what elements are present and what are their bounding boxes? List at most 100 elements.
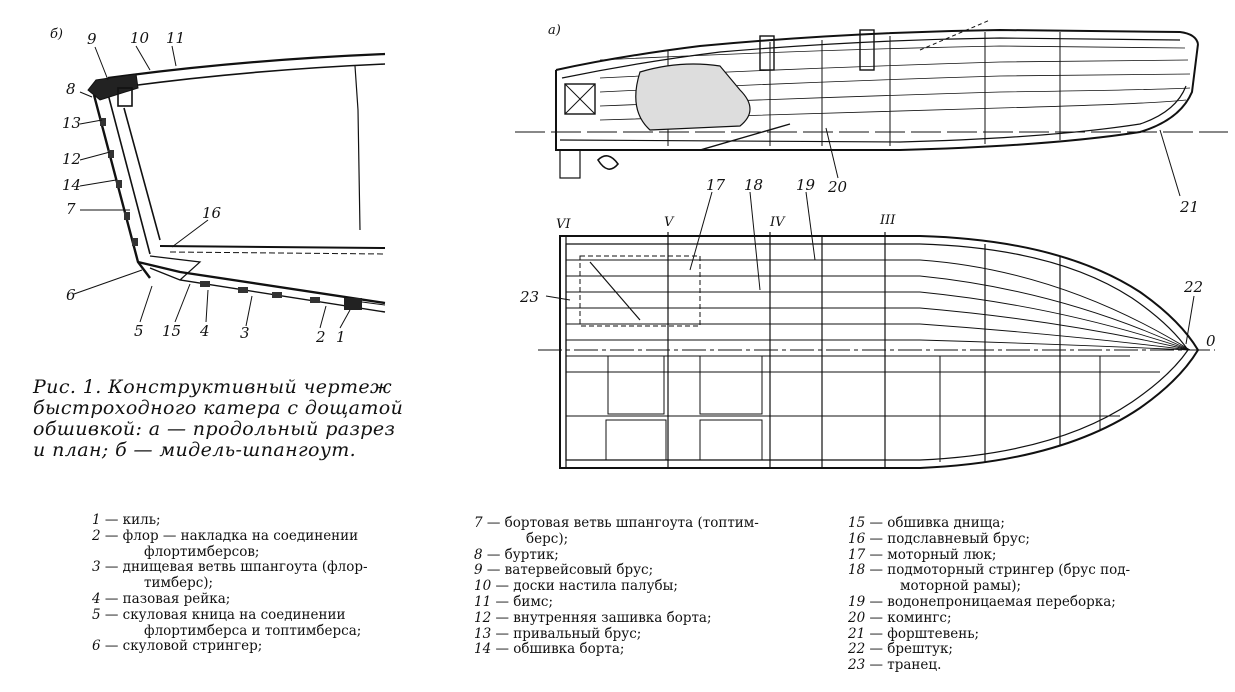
deck-planking: [129, 63, 386, 87]
legend-item: 6 — скуловой стрингер;: [92, 638, 263, 655]
engine-hatch: [579, 255, 701, 327]
inner-lining: [123, 107, 161, 241]
legend-item: 18 — подмоторный стрингер (брус под-: [848, 562, 1131, 579]
bilge-knee: [149, 255, 202, 281]
callout-19: 19: [796, 176, 816, 194]
bottom-inner: [559, 85, 1187, 143]
callout-11: 11: [166, 29, 185, 47]
legend-item: 21 — форштевень;: [848, 625, 980, 642]
caption-line-1: Рис. 1. Конструктивный чертеж: [33, 376, 393, 398]
legend-item: 12 — внутренняя зашивка борта;: [474, 609, 712, 626]
caption-line-3: обшивкой: а — продольный разрез: [33, 418, 396, 440]
side-frame: [107, 93, 151, 255]
plan-deck-planks: [566, 259, 1191, 351]
legend-item-cont: берс);: [526, 530, 569, 547]
midship-leaders: [73, 45, 351, 329]
bottom-planking: [137, 260, 386, 305]
station-V: V: [664, 215, 675, 230]
plan-bottom-frames: [566, 355, 1160, 462]
callout-2: 2: [315, 328, 326, 346]
profile-view: а): [515, 19, 1228, 216]
callout-13: 13: [62, 114, 81, 132]
legend-item: 14 — обшивка борта;: [474, 641, 625, 658]
bottom-battens: [200, 281, 320, 303]
legend-item: 16 — подславневый брус;: [848, 530, 1030, 547]
legend-item: 7 — бортовая ветвь шпангоута (топтим-: [474, 515, 759, 531]
propeller: [596, 155, 620, 170]
legend-item: 9 — ватервейсовый брус;: [474, 562, 654, 579]
legend-item: 22 — брештук;: [848, 641, 953, 658]
station-VI: VI: [556, 217, 571, 232]
callout-0: 0: [1206, 332, 1216, 350]
callout-7: 7: [66, 200, 76, 218]
caption-line-2: быстроходного катера с дощатой: [33, 397, 404, 419]
legend-item: 23 — транец.: [848, 657, 942, 674]
legend-item: 10 — доски настила палубы;: [474, 578, 678, 595]
callout-14: 14: [62, 176, 81, 194]
panel-label-profile: а): [548, 23, 561, 38]
legend-item-cont: флортимберса и топтимберса;: [144, 622, 362, 639]
callout-22: 22: [1183, 278, 1203, 296]
legend-item: 19 — водонепроницаемая переборка;: [848, 593, 1116, 610]
keel-line: [361, 301, 386, 306]
plan-view: VI V IV III 17 18 19 23 22 0: [519, 176, 1216, 469]
callout-6: 6: [66, 286, 76, 304]
legend-column-1: 1 — киль; 2 — флор — накладка на соедине…: [92, 512, 422, 655]
legend-item-cont: тимберс);: [144, 575, 214, 592]
deck-beam: [107, 52, 386, 80]
callout-21: 21: [1179, 198, 1199, 216]
shelf-dashed: [169, 251, 386, 255]
callout-12: 12: [62, 150, 81, 168]
figure-caption: Рис. 1. Конструктивный чертеж быстроходн…: [33, 377, 413, 461]
plan-leaders: [545, 191, 1195, 345]
legend-item-cont: флортимберсов;: [144, 543, 260, 560]
legend-item: 1 — киль;: [92, 512, 161, 528]
plan-outline: [559, 235, 1200, 469]
legend-item: 5 — скуловая кница на соединении: [92, 606, 346, 623]
panel-label-midship: б): [50, 27, 63, 42]
legend-item: 8 — буртик;: [474, 546, 559, 563]
side-battens: [100, 118, 138, 246]
station-III: III: [879, 213, 896, 228]
hull-outline: [555, 43, 1199, 151]
callout-10: 10: [130, 29, 150, 47]
callout-16: 16: [202, 204, 222, 222]
callout-5: 5: [134, 322, 144, 340]
callout-20: 20: [827, 178, 848, 196]
inner-vertical-line: [354, 65, 361, 231]
callout-9: 9: [87, 30, 97, 48]
legend-item: 15 — обшивка днища;: [848, 515, 1005, 531]
legend-item: 2 — флор — накладка на соединении: [92, 527, 359, 544]
transom-box: [564, 83, 596, 115]
shelf-line: [159, 245, 386, 249]
engine: [635, 63, 751, 131]
station-IV: IV: [769, 215, 786, 230]
legend-item: 3 — днищевая ветвь шпангоута (флор-: [92, 559, 368, 576]
callout-18: 18: [744, 176, 763, 194]
legend-item: 4 — пазовая рейка;: [92, 590, 231, 607]
legend-item: 17 — моторный люк;: [848, 546, 997, 563]
legend-item: 20 — комингс;: [848, 609, 952, 626]
sheer-line: [555, 28, 1199, 71]
sheer-clamp: [117, 87, 133, 107]
legend-column-2: 7 — бортовая ветвь шпангоута (топтим- бе…: [474, 515, 814, 658]
gunwale-block: [87, 73, 139, 101]
callout-4: 4: [199, 322, 210, 340]
plan-stations: [565, 232, 1061, 468]
callout-8: 8: [66, 80, 76, 98]
callout-3: 3: [240, 324, 250, 342]
rudder: [559, 149, 581, 179]
midship-section: б): [50, 27, 386, 346]
caption-line-4: и план; б — мидель-шпангоут.: [33, 439, 357, 461]
callout-17: 17: [706, 176, 726, 194]
legend-column-3: 15 — обшивка днища; 16 — подславневый бр…: [848, 515, 1168, 674]
propeller-shaft: [600, 123, 791, 151]
legend-item: 13 — привальный брус;: [474, 625, 642, 642]
deck-line: [561, 37, 1181, 79]
legend-item-cont: моторной рамы);: [900, 578, 1022, 595]
legend-item: 11 — бимс;: [474, 593, 554, 610]
coaming-aft: [759, 35, 775, 71]
callout-15: 15: [162, 322, 181, 340]
callout-23: 23: [519, 288, 539, 306]
